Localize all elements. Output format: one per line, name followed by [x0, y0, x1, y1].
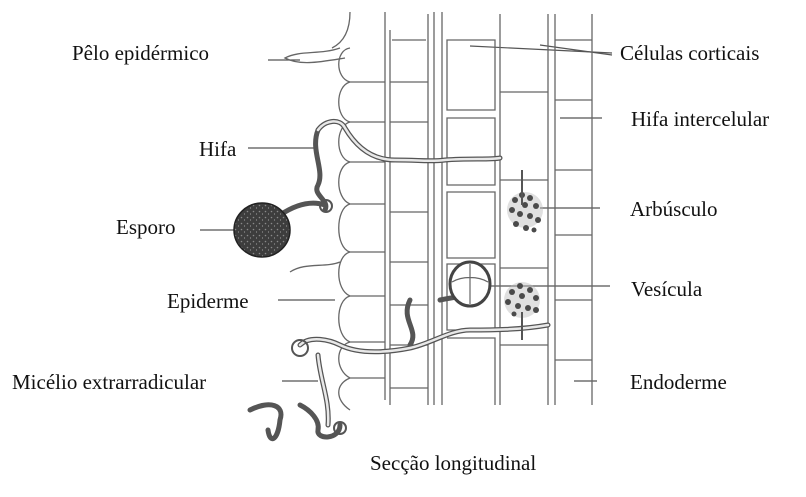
hypha-coil-lower [407, 300, 413, 345]
hyphae [250, 121, 548, 438]
vesicle [450, 262, 490, 306]
hypha-coil-upper [316, 130, 326, 210]
mycelium-loop-2 [300, 405, 340, 437]
cell-walls [285, 12, 592, 410]
thick-wall [434, 12, 442, 405]
inner-cortex-cells [447, 40, 495, 405]
mycelium-loop [250, 405, 281, 439]
spore [234, 203, 290, 257]
hypha-to-spore [280, 203, 325, 215]
endoderm-cells [555, 14, 592, 405]
